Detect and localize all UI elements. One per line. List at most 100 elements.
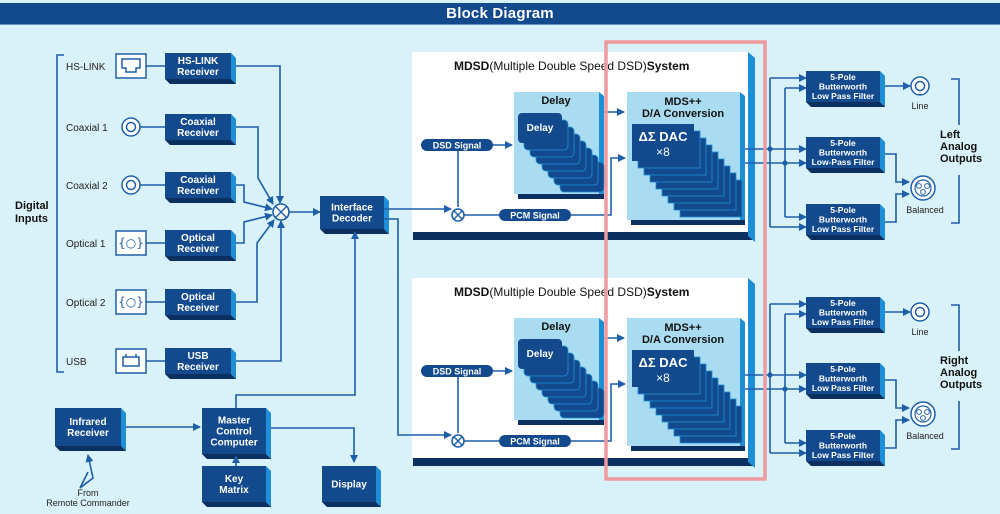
input-label: Coaxial 2 — [66, 181, 108, 192]
block-label: Receiver — [177, 128, 219, 139]
pill-bg — [421, 139, 493, 151]
connector-line — [885, 190, 910, 223]
connector-line — [885, 416, 910, 449]
junction-cross — [453, 210, 463, 220]
panel-side — [748, 278, 755, 468]
port-shape — [122, 356, 140, 367]
block-label: 5-Pole — [830, 364, 856, 374]
block-face — [322, 466, 376, 502]
block-bottom — [202, 502, 271, 507]
dac-title: MDS++ — [664, 322, 701, 334]
block-label: Coaxial — [180, 117, 216, 128]
block-label: Optical — [181, 292, 215, 303]
block-label: Display — [331, 480, 367, 491]
jack-outer — [910, 302, 930, 322]
connector-line — [271, 427, 358, 463]
dac-label: ΔΣ DAC — [639, 129, 689, 144]
connector-line — [236, 184, 273, 212]
connector-line — [571, 154, 626, 216]
block-label: Low Pass Filter — [812, 224, 875, 234]
junction-cross — [453, 436, 463, 446]
input-label: Optical 1 — [66, 239, 106, 250]
dac-inner-face — [632, 350, 694, 387]
usb-port-icon — [115, 348, 147, 374]
block-label: Infrared — [69, 417, 106, 428]
block-face — [165, 172, 231, 198]
block-label: Low-Pass Filter — [812, 157, 876, 167]
block-label: 5-Pole — [830, 431, 856, 441]
dac-bottom — [631, 446, 745, 451]
remote-note: Remote Commander — [46, 498, 130, 508]
line-output-jack-icon — [910, 76, 930, 96]
block-face — [806, 297, 880, 328]
jack-outer — [910, 76, 930, 96]
dsd-signal-pill: DSD Signal — [421, 365, 493, 377]
delay-title: Delay — [541, 321, 571, 333]
block-side — [231, 230, 236, 261]
port-frame — [115, 53, 147, 79]
block-side — [880, 71, 885, 107]
jack-outer — [121, 175, 141, 195]
block-label: Optical — [181, 233, 215, 244]
block-side — [376, 466, 381, 507]
block-label: Butterworth — [819, 373, 867, 383]
block-bottom — [322, 502, 381, 507]
port-pins — [125, 354, 137, 357]
block-label: USB — [187, 351, 208, 362]
block-side — [266, 466, 271, 507]
block-face — [165, 348, 231, 374]
block-bottom — [806, 235, 885, 240]
digital-inputs-label: Inputs — [15, 213, 48, 225]
pill-bg — [499, 435, 571, 447]
block-face — [806, 137, 880, 168]
mdsd-title: MDSD(Multiple Double Speed DSD)System — [454, 59, 689, 73]
outputs-group-label: Analog — [940, 141, 977, 153]
dac-count: ×8 — [656, 145, 670, 159]
balanced-output-label: Balanced — [906, 431, 944, 441]
outputs-group-label: Left — [940, 129, 961, 141]
title-bar: Block Diagram — [0, 3, 1000, 25]
port-frame — [115, 348, 147, 374]
block-side — [880, 204, 885, 240]
block-face — [55, 408, 121, 446]
block-bottom — [165, 256, 236, 261]
digital-inputs-label: Digital — [15, 200, 49, 212]
highlight-box — [604, 40, 767, 481]
block-side — [384, 196, 389, 234]
input-label: Coaxial 1 — [66, 123, 108, 134]
jack-inner — [125, 179, 137, 191]
outputs-group-label: Analog — [940, 367, 977, 379]
block-label: Key — [225, 474, 244, 485]
pill-label: PCM Signal — [510, 437, 560, 447]
block-label: Low Pass Filter — [812, 450, 875, 460]
block-label: Coaxial — [180, 175, 216, 186]
connector-line — [384, 218, 452, 439]
dac-inner-face — [632, 124, 694, 161]
pcm-signal-pill: PCM Signal — [499, 435, 571, 447]
hs-link-port-icon — [115, 53, 147, 79]
block-label: Butterworth — [819, 147, 867, 157]
delay-title: Delay — [541, 95, 571, 107]
input-selector-junction — [272, 203, 290, 221]
block-side — [231, 172, 236, 203]
display-block[interactable]: Display — [322, 466, 381, 507]
inputs-bracket — [56, 54, 64, 373]
pill-label: DSD Signal — [433, 367, 482, 377]
